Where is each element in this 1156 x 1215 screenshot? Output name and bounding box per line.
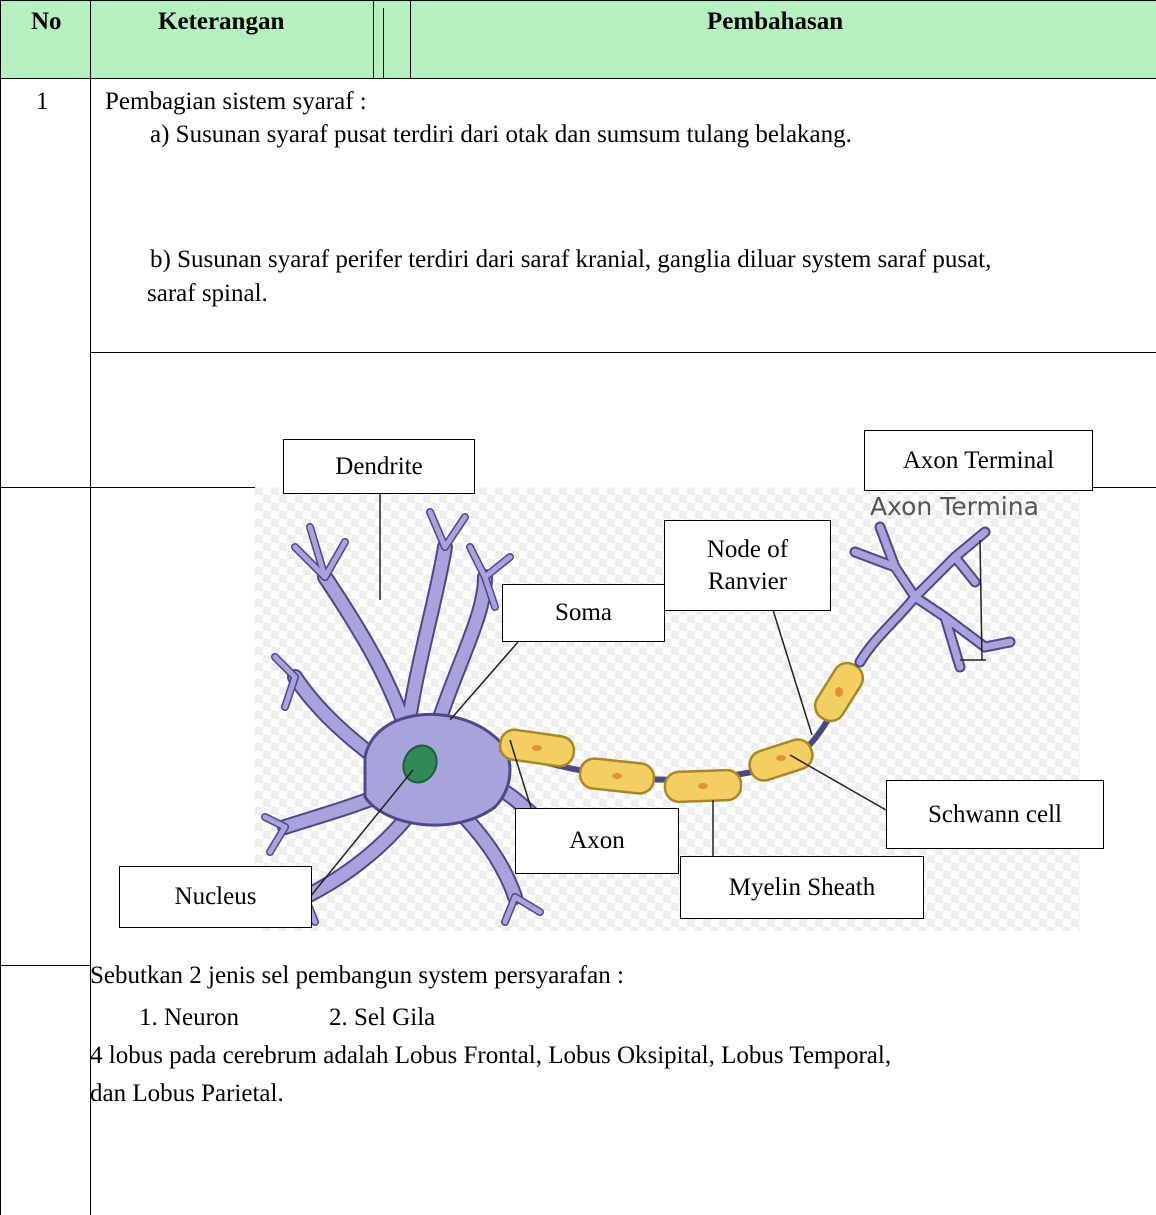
label-dendrite-text: Dendrite [335,452,423,480]
label-node-of-ranvier-line1: Node of [706,535,789,563]
label-axon-text: Axon [569,827,625,854]
table-header-background [0,0,1156,78]
axon-terminal-branches [849,521,1016,673]
row3-lobus-line1: 4 lobus pada cerebrum adalah Lobus Front… [90,1042,892,1069]
row1-item-b-line1: b) Susunan syaraf perifer terdiri dari s… [150,246,992,273]
nucleus-shape [402,744,438,784]
label-schwann-cell-text: Schwann cell [928,800,1062,828]
schwann-nuclei [532,687,843,789]
table-column-divider-c [410,0,411,78]
table-column-divider-no [90,0,91,1215]
embedded-axon-terminal-text: Axon Termina [870,492,1039,521]
header-pembahasan: Pembahasan [707,8,844,35]
label-node-of-ranvier: Node of Ranvier [664,520,831,611]
row1-item-b-line2: saraf spinal. [147,280,268,307]
soma-body [363,712,512,827]
label-soma-text: Soma [555,599,612,626]
label-nucleus: Nucleus [119,866,312,928]
header-no: No [31,8,62,35]
table-row-divider-3 [0,965,90,966]
label-axon: Axon [515,808,679,874]
row1-intro: Pembagian sistem syaraf : [105,88,367,115]
label-dendrite: Dendrite [283,439,475,494]
dendrites [261,508,569,926]
table-row-divider-1 [90,352,1156,353]
label-axon-terminal-text: Axon Terminal [902,446,1055,474]
label-myelin-sheath-text: Myelin Sheath [728,873,876,901]
header-keterangan: Keterangan [158,8,285,35]
row1-item-a: a) Susunan syaraf pusat terdiri dari ota… [150,121,852,148]
row3-lobus-line2: dan Lobus Parietal. [90,1080,284,1107]
label-nucleus-text: Nucleus [174,883,257,910]
table-column-divider-a [373,0,374,78]
label-axon-terminal: Axon Terminal [864,430,1093,491]
row-number: 1 [36,88,49,115]
table-header-divider [0,78,1156,79]
row3-answer-neuron: 1. Neuron [139,1004,239,1031]
label-myelin-sheath: Myelin Sheath [680,856,924,919]
label-node-of-ranvier-line2: Ranvier [707,567,788,595]
row3-answer-sel-gila: 2. Sel Gila [329,1004,436,1031]
label-schwann-cell: Schwann cell [886,780,1104,849]
row3-question: Sebutkan 2 jenis sel pembangun system pe… [90,962,624,989]
table-border-left [0,0,1,1215]
table-column-divider-b [383,8,384,78]
table-border-top [0,0,1156,1]
label-soma: Soma [502,584,665,642]
